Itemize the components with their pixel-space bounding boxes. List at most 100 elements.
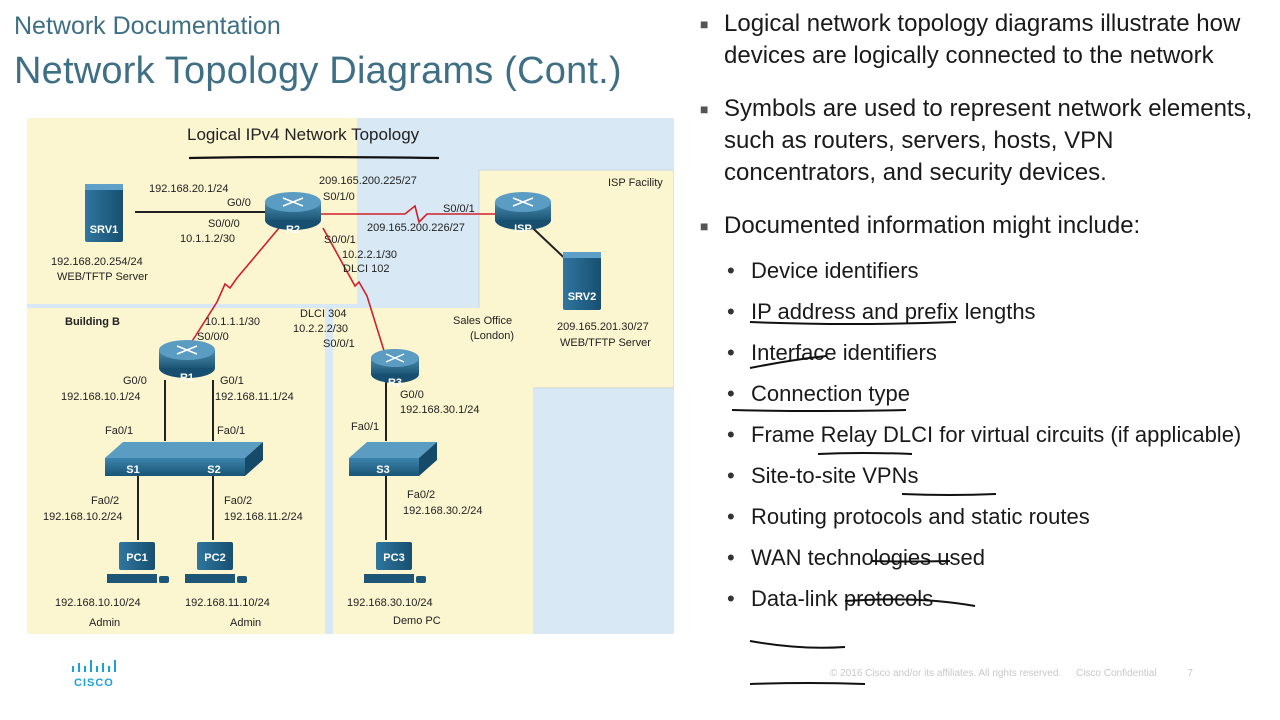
router-icon: ISP (495, 192, 551, 235)
label-r1-s000-ip: 10.1.1.1/30 (205, 316, 260, 328)
label-r2-g00-ip: 192.168.20.1/24 (149, 183, 229, 195)
dot-bullet-icon: • (727, 340, 735, 365)
logo-text: CISCO (74, 677, 114, 689)
pc-icon: PC3 (364, 542, 426, 583)
device-label-isp: ISP (514, 223, 532, 235)
device-label-s3: S3 (376, 464, 389, 476)
label-pc2-name: Admin (230, 617, 261, 629)
device-label-pc3: PC3 (383, 552, 404, 564)
dot-bullet-icon: • (727, 299, 735, 324)
label-pc3-name: Demo PC (393, 615, 441, 627)
sub-bullet-item: •Data-link protocols (700, 584, 1260, 613)
switch-icon: S2 (183, 442, 263, 476)
device-label-pc1: PC1 (126, 552, 147, 564)
label-r3-g00-ip: 192.168.30.1/24 (400, 404, 480, 416)
label-r2-s000: S0/0/0 (208, 218, 240, 230)
label-r2-s010-ip: 209.165.200.225/27 (319, 175, 417, 187)
dot-bullet-icon: • (727, 258, 735, 283)
label-s2-fa02: Fa0/2 (224, 495, 252, 507)
dot-bullet-icon: • (727, 545, 735, 570)
handwritten-underline (188, 155, 440, 160)
label-r1-g01-ip: 192.168.11.1/24 (215, 391, 294, 403)
zone-label-building-b: Building B (65, 316, 120, 328)
label-r2-s010: S0/1/0 (323, 191, 355, 203)
zone-label-london: (London) (470, 330, 514, 342)
device-label-r1: R1 (180, 372, 194, 384)
dot-bullet-icon: • (727, 463, 735, 488)
sub-bullet-text: Routing protocols and static routes (751, 504, 1090, 529)
device-label-s1: S1 (126, 464, 139, 476)
sub-bullet-text: WAN technologies used (751, 545, 985, 570)
sub-bullet-item: • Connection type (700, 379, 1260, 408)
ethernet-links (135, 211, 576, 540)
page-number: 7 (1187, 668, 1193, 679)
label-isp-ip: 209.165.200.226/27 (367, 222, 465, 234)
bullet-text: Documented information might include: (724, 212, 1141, 239)
label-s1-fa02: Fa0/2 (91, 495, 119, 507)
zone-label-sales-office: Sales Office (453, 315, 512, 327)
label-s3-fa01: Fa0/1 (351, 421, 379, 433)
device-label-srv1: SRV1 (90, 224, 119, 236)
bullet-item: ■ Documented information might include: (700, 210, 1260, 242)
pc-icon: PC2 (185, 542, 247, 583)
pc-icon: PC1 (107, 542, 169, 583)
zone-label-isp: ISP Facility (608, 177, 663, 189)
device-label-s2: S2 (207, 464, 220, 476)
sub-bullet-item: •Frame Relay DLCI for virtual circuits (… (700, 420, 1260, 449)
label-s2-fa01: Fa0/1 (217, 425, 245, 437)
sub-bullet-text: Interface identifiers (751, 340, 937, 365)
label-s1-fa02-ip: 192.168.10.2/24 (43, 511, 123, 523)
label-r3-g00: G0/0 (400, 389, 424, 401)
serial-links (190, 204, 495, 355)
dot-bullet-icon: • (727, 381, 735, 406)
sub-bullet-text: Data-link protocols (751, 586, 934, 611)
device-label-r2: R2 (286, 224, 300, 236)
sub-bullet-text: Device identifiers (751, 258, 919, 283)
sub-bullet-item: •Site-to-site VPNs (700, 461, 1260, 490)
sub-bullet-text: Connection type (751, 381, 910, 406)
dot-bullet-icon: • (727, 504, 735, 529)
bullet-list: ■ Logical network topology diagrams illus… (700, 8, 1260, 625)
label-pc3-ip: 192.168.30.10/24 (347, 597, 433, 609)
label-srv2-ip: 209.165.201.30/27 (557, 321, 649, 333)
sub-bullet-item: • Interface identifiers (700, 338, 1260, 367)
router-icon: R1 (159, 340, 215, 384)
square-bullet-icon: ■ (700, 218, 709, 234)
copyright-text: © 2016 Cisco and/or its affiliates. All … (830, 668, 1062, 679)
label-s3-fa02-ip: 192.168.30.2/24 (403, 505, 483, 517)
label-r2-g00: G0/0 (227, 197, 251, 209)
label-s1-fa01: Fa0/1 (105, 425, 133, 437)
diagram-title: Logical IPv4 Network Topology (187, 125, 420, 144)
device-label-srv2: SRV2 (568, 291, 597, 303)
label-s3-fa02: Fa0/2 (407, 489, 435, 501)
confidential-text: Cisco Confidential (1075, 668, 1157, 679)
section-subtitle: Network Documentation (14, 12, 281, 40)
label-srv2-role: WEB/TFTP Server (560, 337, 651, 349)
label-r1-g00-ip: 192.168.10.1/24 (61, 391, 141, 403)
topology-diagram: Logical IPv4 Network Topology ISP Facili… (27, 118, 674, 634)
label-pc1-name: Admin (89, 617, 120, 629)
slide-title: Network Topology Diagrams (Cont.) (14, 50, 622, 92)
sub-bullet-item: • Routing protocols and static routes (700, 502, 1260, 531)
bullet-item: ■ Logical network topology diagrams illus… (700, 8, 1260, 72)
label-isp-s001: S0/0/1 (443, 203, 475, 215)
bullet-text: Symbols are used to represent network el… (724, 95, 1253, 186)
square-bullet-icon: ■ (700, 101, 709, 117)
label-pc1-ip: 192.168.10.10/24 (55, 597, 141, 609)
label-r3-s001-ip: 10.2.2.2/30 (293, 323, 348, 335)
label-s2-fa02-ip: 192.168.11.2/24 (224, 511, 303, 523)
sub-bullet-item: • Device identifiers (700, 256, 1260, 285)
label-r1-s000: S0/0/0 (197, 331, 229, 343)
router-icon: R2 (265, 192, 321, 236)
sub-bullet-text: IP address and prefix lengths (751, 299, 1036, 324)
sub-bullet-item: • WAN technologies used (700, 543, 1260, 572)
sub-bullet-text: Frame Relay DLCI for virtual circuits (i… (751, 422, 1242, 447)
bullet-text: Logical network topology diagrams illust… (724, 10, 1241, 69)
switch-icon: S3 (349, 442, 437, 476)
label-r1-g00: G0/0 (123, 375, 147, 387)
server-icon: SRV2 (563, 252, 601, 310)
square-bullet-icon: ■ (700, 16, 709, 32)
label-r2-dlci: DLCI 102 (343, 263, 389, 275)
label-srv1-ip: 192.168.20.254/24 (51, 256, 143, 268)
sub-bullet-item: • IP address and prefix lengths (700, 297, 1260, 326)
